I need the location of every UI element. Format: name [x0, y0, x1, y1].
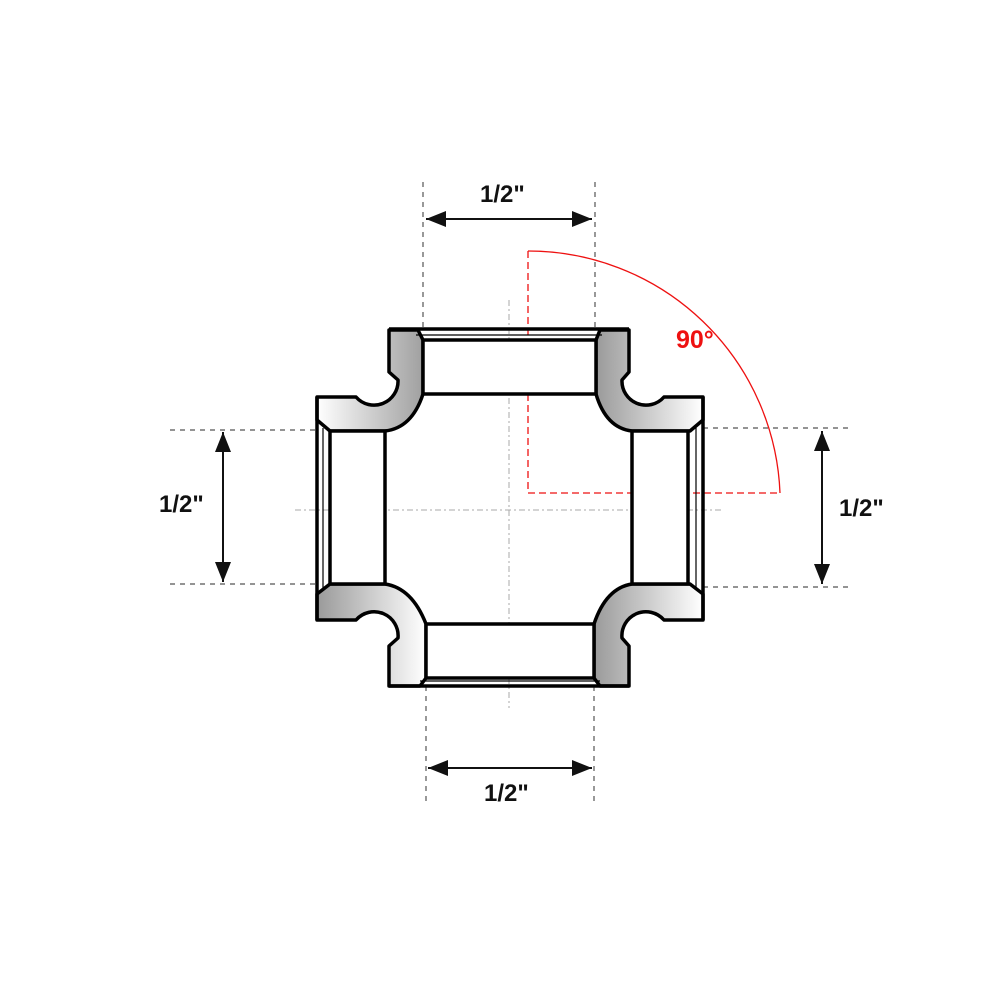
corner-top-right — [594, 328, 705, 433]
corner-top-left — [315, 328, 425, 433]
left-opening — [328, 429, 387, 586]
corner-bottom-left — [315, 582, 428, 688]
top-opening — [421, 338, 598, 396]
pipe-openings — [315, 327, 705, 688]
fitting-body — [315, 328, 705, 688]
right-opening — [630, 429, 690, 586]
left-dimension-label: 1/2" — [159, 491, 204, 518]
dimension-arrows — [215, 211, 830, 776]
angle-arc — [527, 250, 781, 494]
corner-bottom-right — [592, 582, 705, 688]
right-dimension-label: 1/2" — [839, 495, 884, 522]
bottom-opening — [424, 622, 596, 680]
bottom-dimension-label: 1/2" — [484, 780, 529, 807]
top-dimension-label: 1/2" — [480, 181, 525, 208]
angle-label: 90° — [676, 326, 714, 354]
extension-lines — [170, 182, 850, 802]
